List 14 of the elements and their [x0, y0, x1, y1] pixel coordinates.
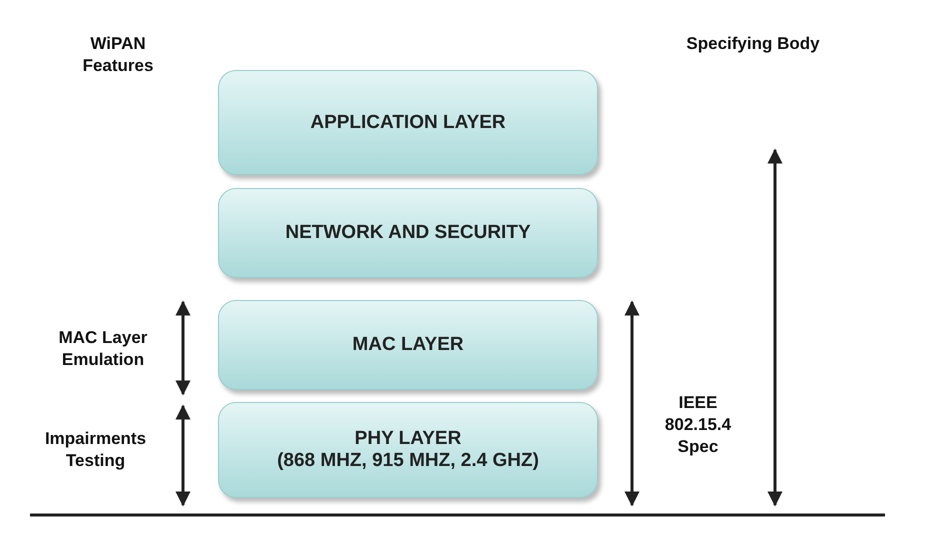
span-label: Impairments Testing [44, 428, 148, 472]
span-label: MAC Layer Emulation [58, 327, 148, 372]
layer-box [218, 70, 598, 175]
column-heading: WiPAN Features [82, 33, 154, 78]
layer-title: APPLICATION LAYER [310, 112, 506, 134]
layer-box [218, 402, 598, 498]
layer-title: MAC LAYER [352, 334, 464, 356]
layer-detail: (868 MHZ, 915 MHZ, 2.4 GHZ) [277, 450, 539, 472]
layer-box [218, 188, 598, 278]
layer-title: PHY LAYER [354, 428, 462, 450]
layer-title: NETWORK AND SECURITY [285, 222, 531, 244]
column-heading: Specifying Body [685, 33, 821, 55]
span-label: IEEE 802.15.4 Spec [664, 392, 732, 458]
layer-box [218, 300, 598, 390]
